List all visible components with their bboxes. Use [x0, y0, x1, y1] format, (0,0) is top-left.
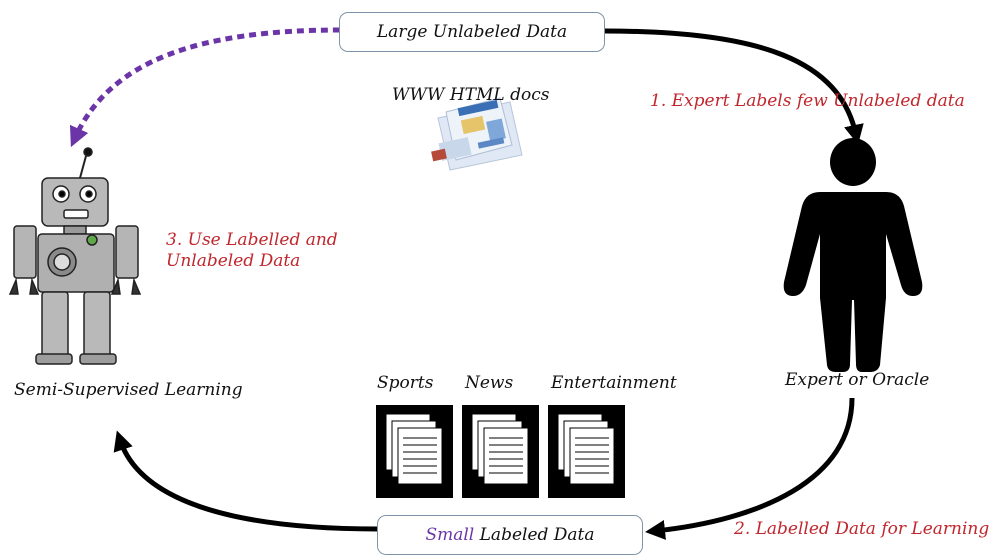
step-1-label: 1. Expert Labels few Unlabeled data	[650, 91, 965, 111]
category-news: News	[465, 373, 514, 393]
small-labeled-data-box: Small Labeled Data	[377, 515, 643, 555]
docs-label: WWW HTML docs	[392, 85, 550, 105]
small-highlight: Small	[425, 525, 475, 545]
learner-label: Semi-Supervised Learning	[14, 380, 243, 400]
large-unlabeled-data-box: Large Unlabeled Data	[339, 12, 605, 52]
document-stack-icon	[462, 405, 539, 498]
large-unlabeled-data-label: Large Unlabeled Data	[376, 22, 568, 42]
labeled-data-text: Labeled Data	[474, 525, 595, 545]
arrow-data-to-expert	[604, 28, 864, 145]
step-3-label-line2: Unlabeled Data	[166, 251, 301, 271]
web-documents-icon	[431, 97, 523, 171]
document-stack-icon	[376, 405, 453, 498]
robot-icon	[8, 147, 142, 365]
step-3-label-line1: 3. Use Labelled and	[166, 230, 338, 250]
expert-label: Expert or Oracle	[785, 370, 930, 390]
arrow-unlabeled-to-learner	[69, 27, 341, 148]
document-stack-icon	[548, 405, 625, 498]
category-entertainment: Entertainment	[551, 373, 677, 393]
category-sports: Sports	[377, 373, 434, 393]
person-icon	[783, 138, 923, 372]
arrow-expert-to-labeled	[645, 397, 855, 540]
small-labeled-data-label: Small Labeled Data	[425, 525, 594, 545]
step-2-label: 2. Labelled Data for Learning	[734, 519, 990, 539]
arrow-labeled-to-learner	[113, 430, 379, 532]
